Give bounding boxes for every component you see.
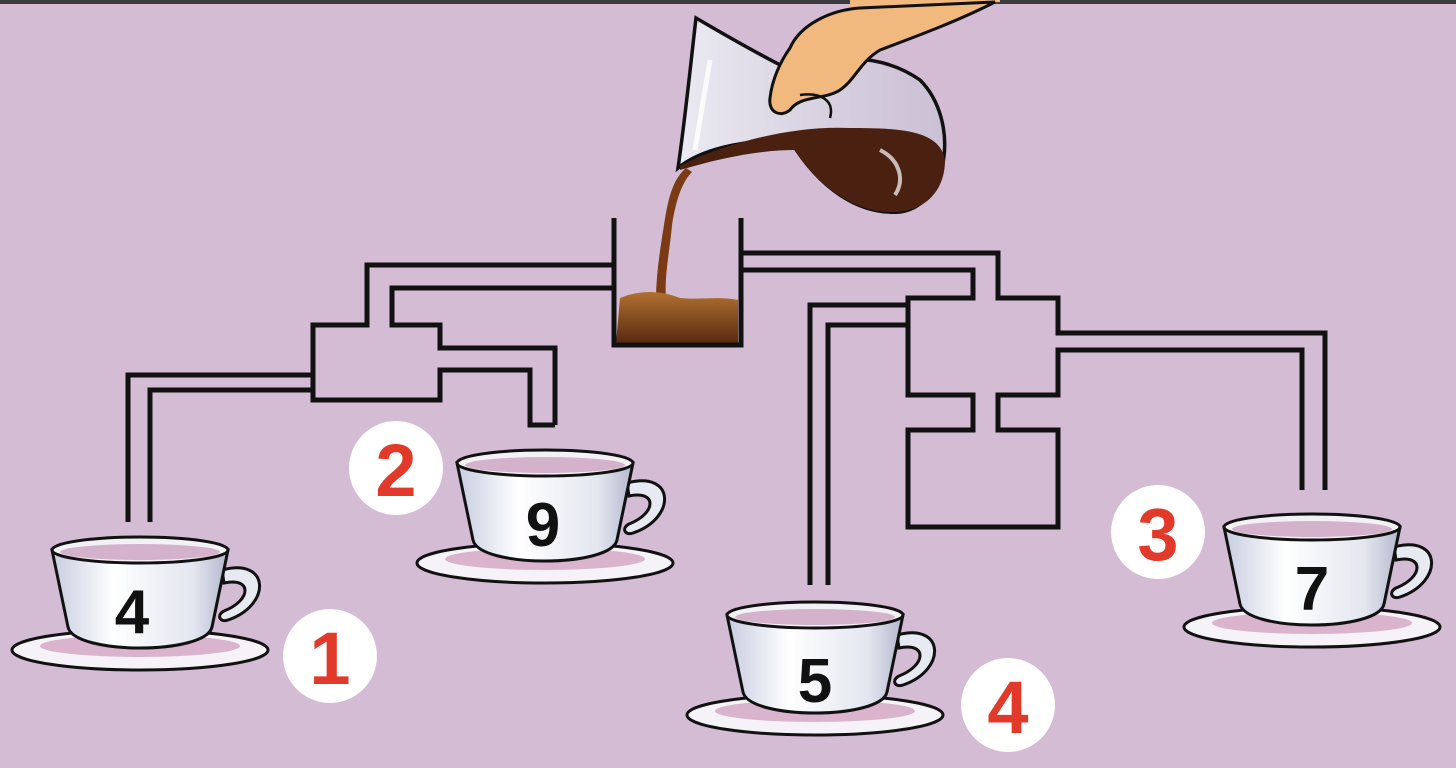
cup-label-text: 1 [309,617,350,700]
coffee-stream [656,168,692,300]
cup-label-2: 2 [349,421,443,515]
cup-2[interactable]: 9 [415,448,675,585]
cup-label-text: 3 [1137,493,1178,576]
cup-label-4: 4 [961,658,1055,752]
cup-number: 9 [526,491,560,560]
cup-number: 4 [115,578,150,647]
cup-label-text: 4 [987,666,1028,749]
hand [768,0,1000,119]
cup-label-3: 3 [1111,485,1205,579]
cup-3[interactable]: 7 [1182,512,1442,649]
cup-4[interactable]: 5 [685,600,945,737]
cup-number: 7 [1295,555,1329,624]
cup-label-text: 2 [375,429,416,512]
cup-number: 5 [798,647,832,716]
cup-label-1: 1 [283,609,377,703]
coffee-funnel [611,218,744,348]
pipe-network [125,218,1328,585]
top-bar [0,0,1456,4]
cup-1[interactable]: 4 [10,535,270,672]
